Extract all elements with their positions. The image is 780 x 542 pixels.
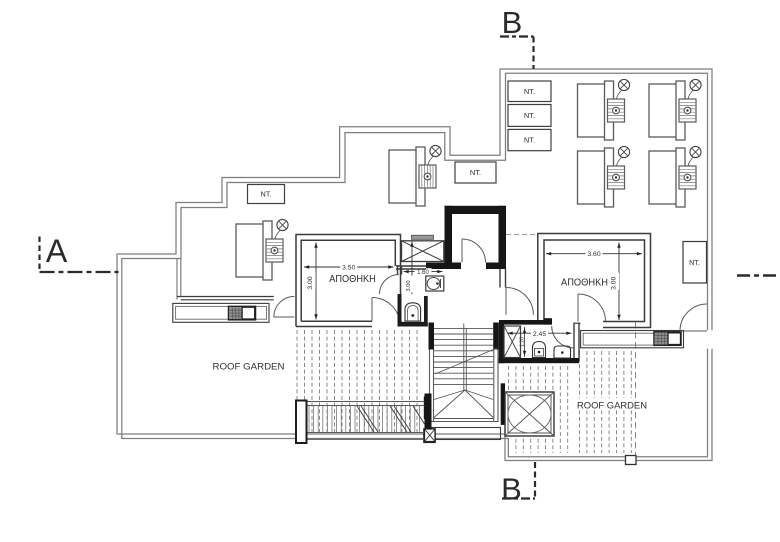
svg-text:3.00: 3.00 bbox=[307, 276, 314, 289]
svg-text:ROOF GARDEN: ROOF GARDEN bbox=[213, 361, 285, 372]
svg-text:NT.: NT. bbox=[524, 87, 535, 96]
svg-text:NT.: NT. bbox=[524, 111, 535, 120]
svg-text:NT.: NT. bbox=[260, 190, 271, 199]
svg-text:1.20: 1.20 bbox=[520, 337, 526, 347]
svg-text:ROOF GARDEN: ROOF GARDEN bbox=[577, 401, 647, 412]
svg-text:NT.: NT. bbox=[524, 136, 535, 145]
svg-text:NT.: NT. bbox=[689, 258, 700, 267]
svg-text:B: B bbox=[502, 5, 523, 40]
svg-text:3.00: 3.00 bbox=[611, 276, 618, 289]
svg-text:1.60: 1.60 bbox=[417, 270, 429, 276]
svg-text:3.00: 3.00 bbox=[406, 280, 412, 291]
svg-text:3.50: 3.50 bbox=[342, 264, 355, 271]
svg-text:B: B bbox=[501, 472, 522, 507]
svg-text:3.60: 3.60 bbox=[587, 251, 600, 258]
svg-text:ΑΠΟΘΗΚΗ: ΑΠΟΘΗΚΗ bbox=[329, 273, 376, 285]
svg-text:A: A bbox=[46, 233, 68, 269]
svg-text:ΑΠΟΘΗΚΗ: ΑΠΟΘΗΚΗ bbox=[561, 277, 608, 289]
svg-text:2.45: 2.45 bbox=[533, 331, 546, 338]
svg-text:NT.: NT. bbox=[470, 168, 481, 177]
